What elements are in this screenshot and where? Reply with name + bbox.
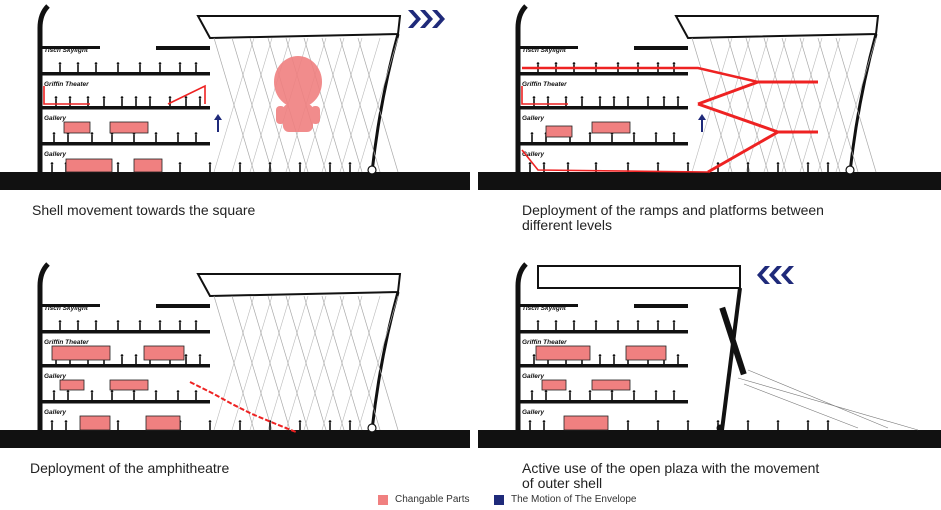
changeable-swatch	[378, 494, 388, 505]
caption: Deployment of the amphitheatre	[30, 460, 230, 476]
floor-label: Tisch Skylight	[44, 305, 89, 312]
caption: Active use of the open plaza with the mo…	[522, 460, 820, 491]
floor-label: Gallery	[44, 151, 66, 158]
chevron-right-icon	[408, 10, 448, 28]
legend-envelope: The Motion of The Envelope	[494, 494, 636, 505]
floor-label: Gallery	[522, 151, 544, 158]
figure-icon	[274, 56, 322, 132]
floor-label: Griffin Theater	[522, 81, 567, 88]
floor-label: Gallery	[522, 373, 544, 380]
floor-label: Gallery	[44, 373, 66, 380]
floor-label: Griffin Theater	[44, 81, 89, 88]
floor-label: Gallery	[44, 409, 66, 416]
floor-label: Tisch Skylight	[44, 47, 89, 54]
legend-changeable: Changable Parts	[378, 494, 470, 505]
floor-label: Tisch Skylight	[522, 47, 567, 54]
floor-label: Tisch Skylight	[522, 305, 567, 312]
caption: Shell movement towards the square	[32, 202, 256, 218]
floor-label: Gallery	[522, 409, 544, 416]
floor-label: Gallery	[44, 115, 66, 122]
floor-label: Griffin Theater	[44, 339, 89, 346]
caption: Deployment of the ramps and platforms be…	[522, 202, 824, 233]
chevron-left-icon	[754, 266, 794, 284]
floor-label: Griffin Theater	[522, 339, 567, 346]
floor-label: Gallery	[522, 115, 544, 122]
envelope-swatch	[494, 494, 504, 505]
